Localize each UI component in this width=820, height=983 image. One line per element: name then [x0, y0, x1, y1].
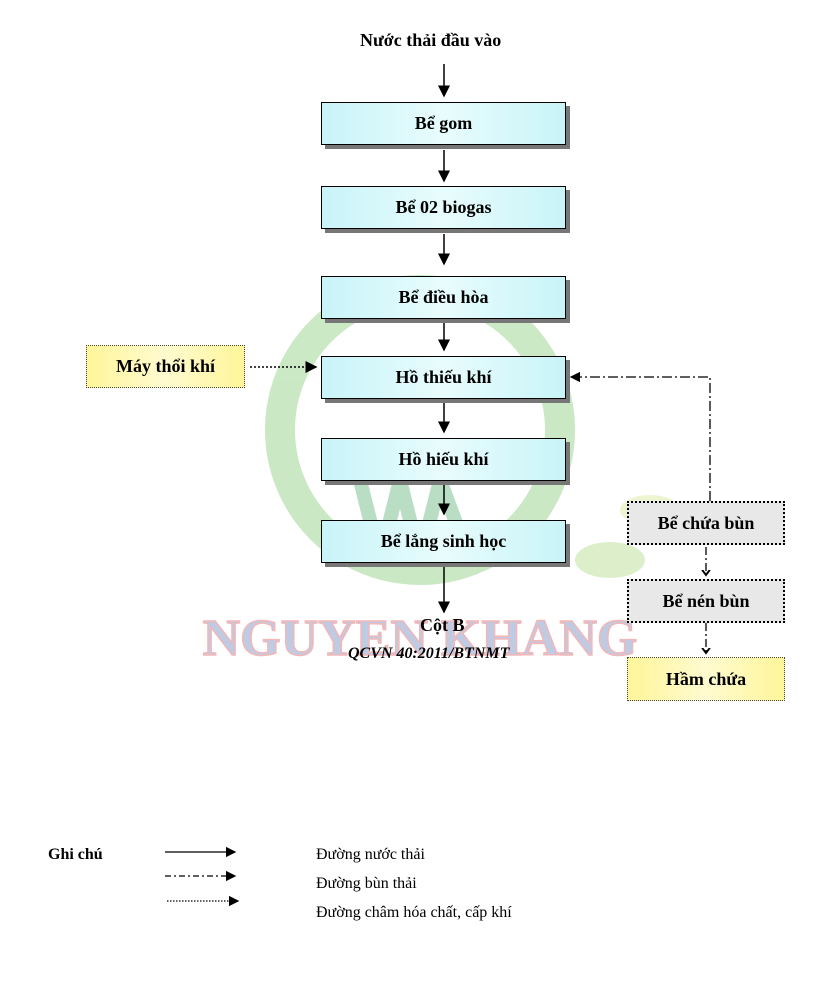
process-box-collection-tank: Bể gom — [321, 102, 566, 145]
process-box-anoxic-pond: Hồ thiếu khí — [321, 356, 566, 399]
process-box-settling-tank: Bể lắng sinh học — [321, 520, 566, 563]
legend-item-chemical-air: Đường châm hóa chất, cấp khí — [316, 904, 512, 921]
blower-box: Máy thổi khí — [86, 345, 245, 388]
legend-item-wastewater: Đường nước thải — [316, 846, 425, 863]
output-standard: QCVN 40:2011/BTNMT — [348, 645, 510, 662]
process-box-equalization-tank: Bể điều hòa — [321, 276, 566, 319]
legend-lines — [165, 846, 240, 907]
svg-text:NGUYEN KHANG: NGUYEN KHANG — [203, 610, 638, 667]
legend-title: Ghi chú — [48, 846, 103, 863]
sludge-thickener-box: Bể nén bùn — [627, 579, 785, 623]
process-box-biogas-tank: Bể 02 biogas — [321, 186, 566, 229]
sludge-pit-box: Hầm chứa — [627, 657, 785, 701]
sludge-storage-box: Bể chứa bùn — [627, 501, 785, 545]
legend-item-sludge: Đường bùn thải — [316, 875, 417, 892]
sludge-return-arrow — [569, 371, 711, 501]
output-label: Cột B — [420, 615, 465, 635]
input-label: Nước thải đầu vào — [360, 30, 502, 50]
process-box-aerobic-pond: Hồ hiếu khí — [321, 438, 566, 481]
